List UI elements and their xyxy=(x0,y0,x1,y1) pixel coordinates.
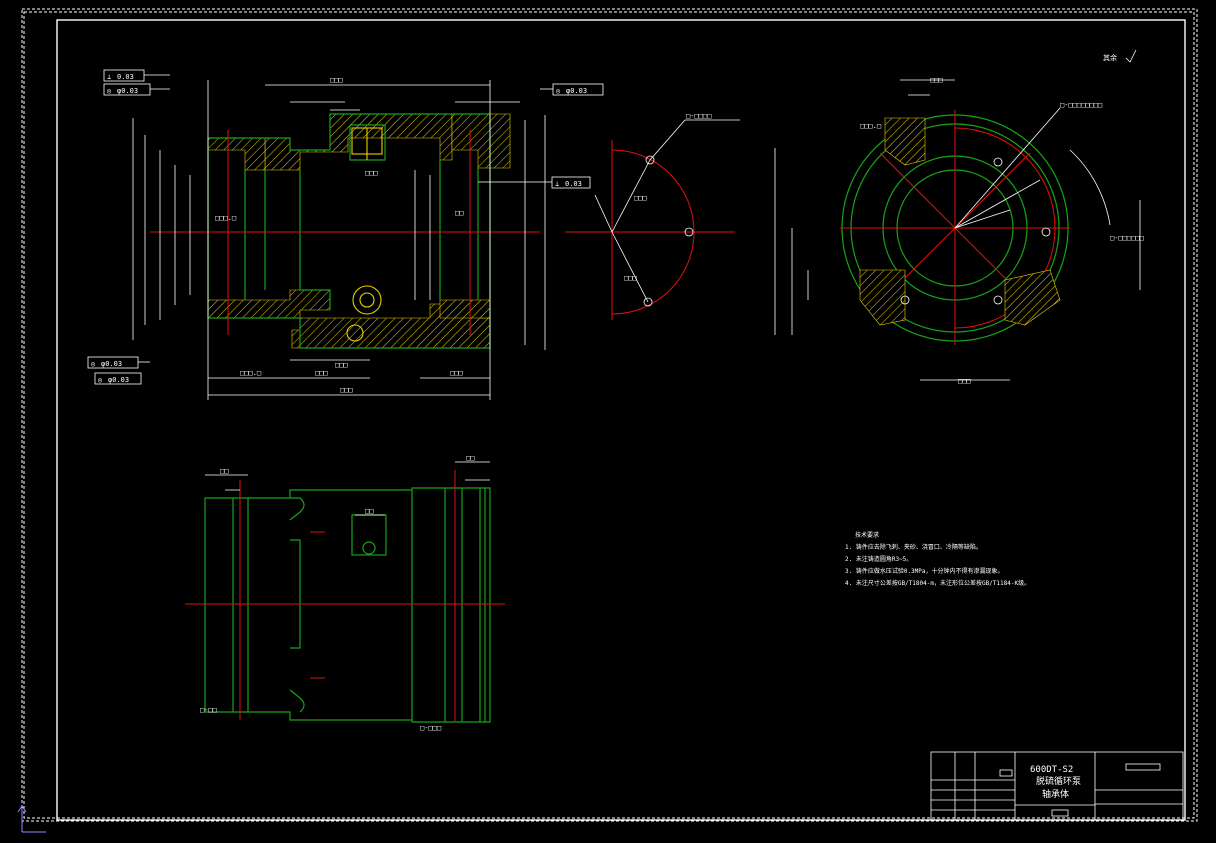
svg-text:□-□□□: □-□□□ xyxy=(420,724,441,732)
tolerance-frame-5: ◎ φ0.03 xyxy=(556,87,587,95)
side-view: □□ □□ □□ □-□□ □-□□□ xyxy=(185,454,505,732)
tech-req-item: 1. 铸件应去除飞刺、夹砂、浇冒口、冷隔等缺陷。 xyxy=(845,543,982,551)
tolerance-frame-6: ◎ φ0.03 xyxy=(98,376,129,384)
svg-text:□-□□□□□□□□: □-□□□□□□□□ xyxy=(1060,101,1102,109)
drawing-border-outer xyxy=(21,8,1198,822)
tolerance-symbol: ◎ xyxy=(98,376,103,384)
svg-text:□□□: □□□ xyxy=(340,386,353,394)
title-block: 600DT-S2 脱硫循环泵 轴承体 xyxy=(930,751,1184,821)
svg-text:□□□: □□□ xyxy=(450,369,463,377)
svg-text:□□□: □□□ xyxy=(930,76,943,84)
tolerance-value: φ0.03 xyxy=(566,87,587,95)
part-name: 轴承体 xyxy=(1042,788,1069,800)
svg-text:□□□: □□□ xyxy=(365,169,378,177)
svg-text:□□: □□ xyxy=(365,507,373,515)
tolerance-value: φ0.03 xyxy=(108,376,129,384)
tolerance-symbol: ◎ xyxy=(91,360,96,368)
tolerance-value: 0.03 xyxy=(117,73,134,81)
tolerance-frame-3: ◎ φ0.03 xyxy=(91,360,122,368)
svg-text:□□: □□ xyxy=(220,467,228,475)
svg-text:□□□: □□□ xyxy=(634,194,647,202)
svg-text:□□□: □□□ xyxy=(330,76,343,84)
svg-text:□-□□: □-□□ xyxy=(200,706,217,714)
tolerance-symbol: ◎ xyxy=(556,87,561,95)
tolerance-frame-1: ⊥ 0.03 xyxy=(107,73,134,81)
tolerance-symbol: ⊥ xyxy=(555,180,559,188)
tech-req-item: 3. 铸件应做水压试验0.3MPa，十分钟内不得有渗漏现象。 xyxy=(845,567,1004,575)
svg-text:□□□: □□□ xyxy=(958,377,971,385)
end-view: □□□ □□□ □-□□□□□□ □-□□□□□□□□ □□□.□ xyxy=(774,76,1144,385)
tolerance-symbol: ⊥ xyxy=(107,73,111,81)
drawing-number: 600DT-S2 xyxy=(1030,765,1073,775)
tolerance-value: 0.03 xyxy=(565,180,582,188)
roughness-note: 其余 xyxy=(1103,53,1117,62)
ucs-icon xyxy=(17,805,46,833)
tech-req-heading: 技术要求 xyxy=(855,531,879,539)
tolerance-symbol: ◎ xyxy=(107,87,112,95)
drawing-border-inner xyxy=(56,19,1186,821)
part-group: 脱硫循环泵 xyxy=(1036,775,1081,787)
tolerance-frame-2: ◎ φ0.03 xyxy=(107,87,138,95)
main-section-view: □□□ □□□ □□□ □□□.□ □□□ □□□ □□□ □□□.□ □□ xyxy=(87,69,604,400)
svg-text:□-□□□□: □-□□□□ xyxy=(686,112,711,120)
tolerance-frame-4: ⊥ 0.03 xyxy=(555,180,582,188)
technical-requirements: 技术要求 1. 铸件应去除飞刺、夹砂、浇冒口、冷隔等缺陷。 2. 未注铸造圆角R… xyxy=(845,531,1030,587)
svg-text:□□: □□ xyxy=(466,454,474,462)
svg-text:□□□.□: □□□.□ xyxy=(240,369,261,377)
svg-text:□□□: □□□ xyxy=(335,361,348,369)
svg-text:□-□□□□□□: □-□□□□□□ xyxy=(1110,234,1144,242)
svg-text:□□□.□: □□□.□ xyxy=(860,122,881,130)
partial-flange-view: □-□□□□ □□□ □□□ xyxy=(565,112,740,320)
svg-text:□□□: □□□ xyxy=(315,369,328,377)
tolerance-value: φ0.03 xyxy=(101,360,122,368)
tech-req-item: 4. 未注尺寸公差按GB/T1804-m，未注形位公差按GB/T1184-K级。 xyxy=(845,579,1030,587)
svg-text:□□□: □□□ xyxy=(624,274,637,282)
drawing-border-mid xyxy=(23,11,1195,819)
svg-text:□□: □□ xyxy=(455,209,463,217)
svg-text:□□□.□: □□□.□ xyxy=(215,214,236,222)
tolerance-value: φ0.03 xyxy=(117,87,138,95)
roughness-symbol xyxy=(1125,49,1137,63)
tech-req-item: 2. 未注铸造圆角R3~5。 xyxy=(845,555,912,563)
